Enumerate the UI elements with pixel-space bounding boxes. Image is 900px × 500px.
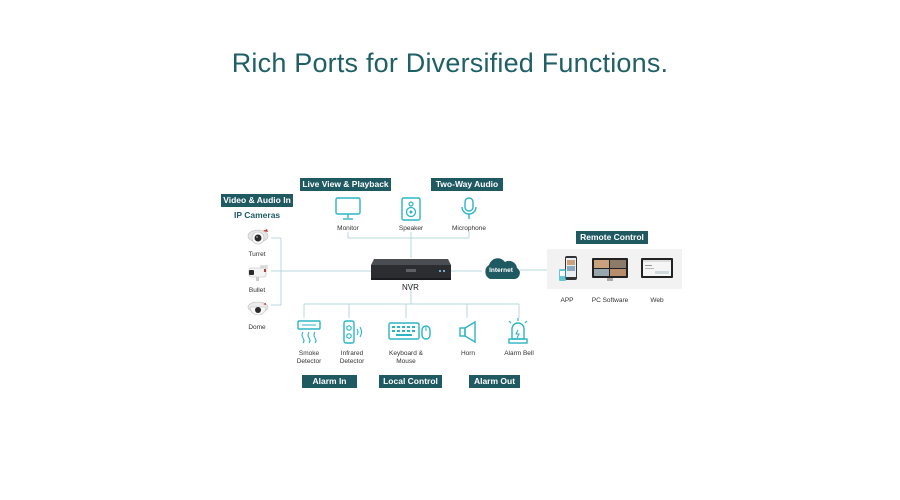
tag-alarm-out: Alarm Out — [469, 375, 520, 388]
pc-software-label: PC Software — [591, 297, 629, 304]
smoke-label-line2: Detector — [296, 357, 322, 365]
app-label: APP — [560, 297, 574, 304]
keyboard-mouse-icon — [388, 322, 431, 340]
tag-video-audio-in: Video & Audio In — [221, 194, 293, 207]
monitor-label: Monitor — [337, 225, 359, 232]
horn-icon — [459, 320, 476, 344]
bullet-camera-icon — [248, 265, 268, 281]
app-phone-icon — [559, 256, 577, 281]
keyboard-label-line1: Keyboard & — [389, 350, 423, 357]
tag-alarm-in: Alarm In — [302, 375, 357, 388]
tag-remote-control: Remote Control — [576, 231, 648, 244]
monitor-icon — [335, 197, 361, 220]
nvr-label: NVR — [402, 283, 419, 292]
tag-local-control: Local Control — [379, 375, 442, 388]
nvr-device-icon — [371, 259, 451, 280]
dome-camera-icon — [247, 301, 269, 316]
page-title: Rich Ports for Diversified Functions. — [231, 48, 669, 78]
pc-software-icon — [592, 258, 628, 281]
speaker-icon — [401, 197, 421, 221]
keyboard-label-line2: Mouse — [396, 357, 416, 365]
microphone-label: Microphone — [452, 225, 486, 232]
horn-label: Horn — [460, 350, 476, 357]
smoke-detector-icon — [297, 320, 321, 344]
infrared-label-line1: Infrared — [340, 350, 364, 357]
turret-label: Turret — [248, 251, 266, 258]
tag-two-way-audio: Two-Way Audio — [431, 178, 503, 191]
infrared-detector-icon — [343, 320, 363, 344]
smoke-label-line1: Smoke — [298, 350, 320, 357]
smoke-detector-label: Smoke Detector — [289, 350, 329, 365]
speaker-label: Speaker — [398, 225, 424, 232]
tag-live-view: Live View & Playback — [300, 178, 391, 191]
infrared-label-line2: Detector — [339, 357, 365, 365]
web-label: Web — [650, 297, 664, 304]
keyboard-mouse-label: Keyboard & Mouse — [385, 350, 427, 365]
infrared-detector-label: Infrared Detector — [332, 350, 372, 365]
internet-cloud-icon — [485, 258, 520, 279]
web-browser-icon — [641, 258, 673, 278]
ip-cameras-heading: IP Cameras — [234, 210, 281, 220]
microphone-icon — [461, 197, 477, 219]
turret-camera-icon — [247, 229, 269, 245]
internet-label: Internet — [489, 267, 513, 274]
bullet-label: Bullet — [248, 287, 266, 294]
dome-label: Dome — [248, 324, 266, 331]
alarm-bell-icon — [508, 318, 528, 344]
alarm-bell-label: Alarm Bell — [504, 350, 534, 357]
